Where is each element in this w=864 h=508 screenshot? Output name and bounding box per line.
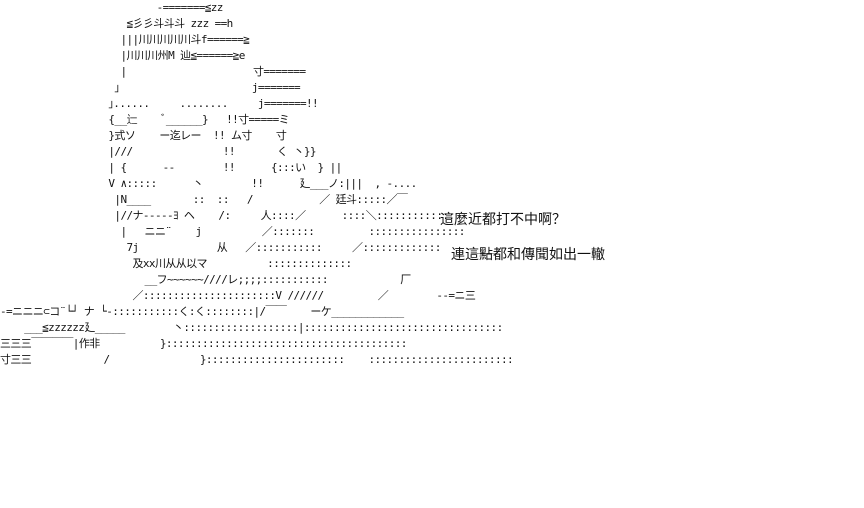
caption-line-2: 連這點都和傳聞如出一轍 (451, 247, 605, 263)
art-line: ___≦zzzzzz廴_____ 丶:::::::::::::::::::|::… (0, 321, 503, 334)
art-line: ｣...... ........ j=======!! (0, 97, 319, 110)
art-line: {__辷 ﾞ______} !!寸=====ミ (0, 113, 290, 126)
art-line: | 寸======= (0, 65, 306, 78)
art-line: ／::::::::::::::::::::::V ////// ／ --=ニ三 (0, 289, 476, 302)
art-line: 7j 从 ／::::::::::: ／::::::::::::: ____ (0, 241, 495, 254)
art-line: 及xx川从从以マ :::::::::::::: (0, 257, 352, 270)
art-line: ｣ j======= (0, 81, 301, 94)
art-line: -=ニニニ⊂コ¨└┘ ナ └-:::::::::::く:く::::::::|/￣… (0, 305, 404, 318)
art-line: |//ナ-----ﾖ ヘ /: 人::::／ ::::＼::::::::::::… (0, 209, 455, 222)
caption-line-1: 這麼近都打不中啊？ (440, 212, 566, 228)
art-line: | { -- !! {:::い } || (0, 161, 342, 174)
art-line: V ∧::::: 丶 !! 廴___ノ:||| , -.... (0, 177, 417, 190)
art-line: -=======≦zz (0, 1, 224, 14)
art-line: __フ~~~~~~////レ;;;;::::::::::: 厂 (0, 273, 412, 286)
art-line: ≦彡彡斗斗斗 zzz ==h (0, 17, 233, 30)
art-line: | ニニ¨ j ／::::::: :::::::::::::::: (0, 225, 465, 238)
art-line: }式ソ ー迄レー !! ム寸 寸 (0, 129, 287, 142)
art-line: |川川川州M 辿≦======≧e (0, 49, 245, 62)
art-line: |||川川川川川斗f======≧ (0, 33, 250, 46)
art-line: 寸三三 / }::::::::::::::::::::::: :::::::::… (0, 353, 514, 366)
art-line: |N____ :: :: / ／ 廷斗:::::／￣ (0, 193, 408, 206)
art-line: 三三三￣￣￣￣|作非 }::::::::::::::::::::::::::::… (0, 337, 407, 350)
art-line: |/// !! く 丶}} (0, 145, 316, 158)
